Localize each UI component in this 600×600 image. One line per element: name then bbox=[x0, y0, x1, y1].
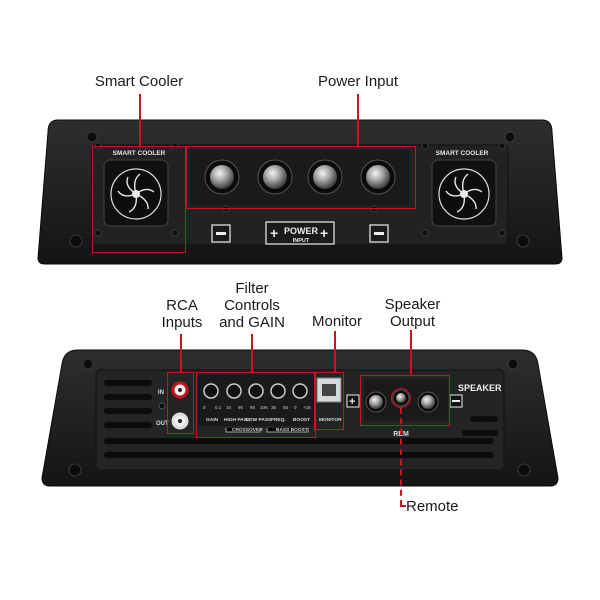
power-label: POWER bbox=[284, 226, 319, 236]
svg-text:+: + bbox=[349, 396, 355, 408]
power-input-badge: + + bbox=[265, 221, 335, 245]
scale-value: 55 bbox=[283, 405, 289, 410]
monitor-callout: Monitor bbox=[311, 313, 363, 330]
boost-label: BOOST bbox=[293, 417, 310, 423]
filter-controls-highlight bbox=[196, 372, 316, 438]
scale-value: 10K bbox=[260, 405, 268, 410]
scale-value: 0 bbox=[203, 405, 206, 410]
smart-cooler-highlight bbox=[92, 146, 186, 253]
svg-text:+: + bbox=[270, 225, 278, 241]
remote-highlight bbox=[391, 388, 411, 408]
scale-value: 90 bbox=[250, 405, 256, 410]
bass-boost-label: BASS BOOST bbox=[276, 427, 308, 433]
input-label: INPUT bbox=[293, 238, 310, 244]
power-input-callout: Power Input bbox=[317, 73, 399, 90]
scale-value: 90 bbox=[238, 405, 244, 410]
minus-icon bbox=[211, 224, 231, 243]
in-label: IN bbox=[158, 390, 164, 396]
power-input-highlight bbox=[186, 146, 416, 209]
svg-text:+: + bbox=[320, 225, 328, 241]
rca-inputs-callout: RCA Inputs bbox=[152, 297, 212, 331]
scale-value: +18 bbox=[303, 405, 311, 410]
filter-controls-leader bbox=[251, 334, 253, 372]
speaker-output-callout: Speaker Output bbox=[375, 296, 450, 330]
speaker-output-callout-line1: Speaker bbox=[384, 296, 441, 313]
smart-cooler-leader bbox=[139, 94, 141, 146]
knob-scale: 0 0.1 10 90 90 10K 35 55 0 +18 bbox=[203, 405, 311, 410]
monitor-highlight bbox=[314, 372, 344, 430]
freq-label: FREQ. bbox=[271, 417, 286, 423]
minus-icon bbox=[369, 224, 389, 243]
rca-inputs-callout-line1: RCA bbox=[166, 297, 198, 314]
low-pass-label: LOW PASS bbox=[246, 417, 272, 423]
gain-label: GAIN bbox=[206, 417, 219, 423]
scale-value: 10 bbox=[226, 405, 232, 410]
high-pass-label: HIGH PASS bbox=[224, 417, 251, 423]
speaker-output-leader bbox=[410, 330, 412, 375]
remote-leader bbox=[400, 408, 402, 506]
filter-controls-callout: Filter Controls and GAIN bbox=[212, 280, 292, 331]
rca-inputs-highlight bbox=[167, 372, 194, 434]
filter-controls-callout-line3: and GAIN bbox=[219, 314, 285, 331]
smart-cooler-right-label: SMART COOLER bbox=[436, 150, 489, 157]
scale-value: 35 bbox=[271, 405, 277, 410]
crossover-label: CROSSOVER bbox=[232, 427, 263, 433]
bottom-panel: + bbox=[41, 349, 559, 487]
out-label: OUT bbox=[156, 421, 169, 427]
remote-callout: Remote bbox=[406, 498, 459, 515]
filter-controls-callout-line2: Controls bbox=[224, 297, 280, 314]
scale-value: 0.1 bbox=[215, 405, 222, 410]
bottom-screws bbox=[68, 358, 531, 477]
rca-inputs bbox=[158, 381, 189, 430]
monitor-port bbox=[316, 377, 342, 403]
scale-value: 0 bbox=[294, 405, 297, 410]
filter-controls-callout-line1: Filter bbox=[235, 280, 269, 297]
power-input-leader bbox=[357, 94, 359, 146]
power-terminals bbox=[190, 150, 410, 205]
rca-inputs-callout-line2: Inputs bbox=[161, 314, 203, 331]
rca-inputs-leader bbox=[180, 334, 182, 372]
speaker-output-callout-line2: Output bbox=[389, 313, 436, 330]
speaker-output-highlight bbox=[360, 375, 450, 426]
filter-knobs bbox=[198, 374, 314, 433]
fan-icon bbox=[103, 159, 169, 227]
vent-slots bbox=[104, 380, 498, 458]
speaker-label: SPEAKER bbox=[458, 383, 502, 393]
monitor-leader bbox=[334, 331, 336, 372]
fan-icon bbox=[431, 159, 497, 227]
remote-leader-tick bbox=[400, 505, 406, 507]
monitor-label: MONITOR bbox=[319, 417, 342, 423]
smart-cooler-left-label: SMART COOLER bbox=[113, 150, 166, 157]
smart-cooler-callout: Smart Cooler bbox=[94, 73, 184, 90]
